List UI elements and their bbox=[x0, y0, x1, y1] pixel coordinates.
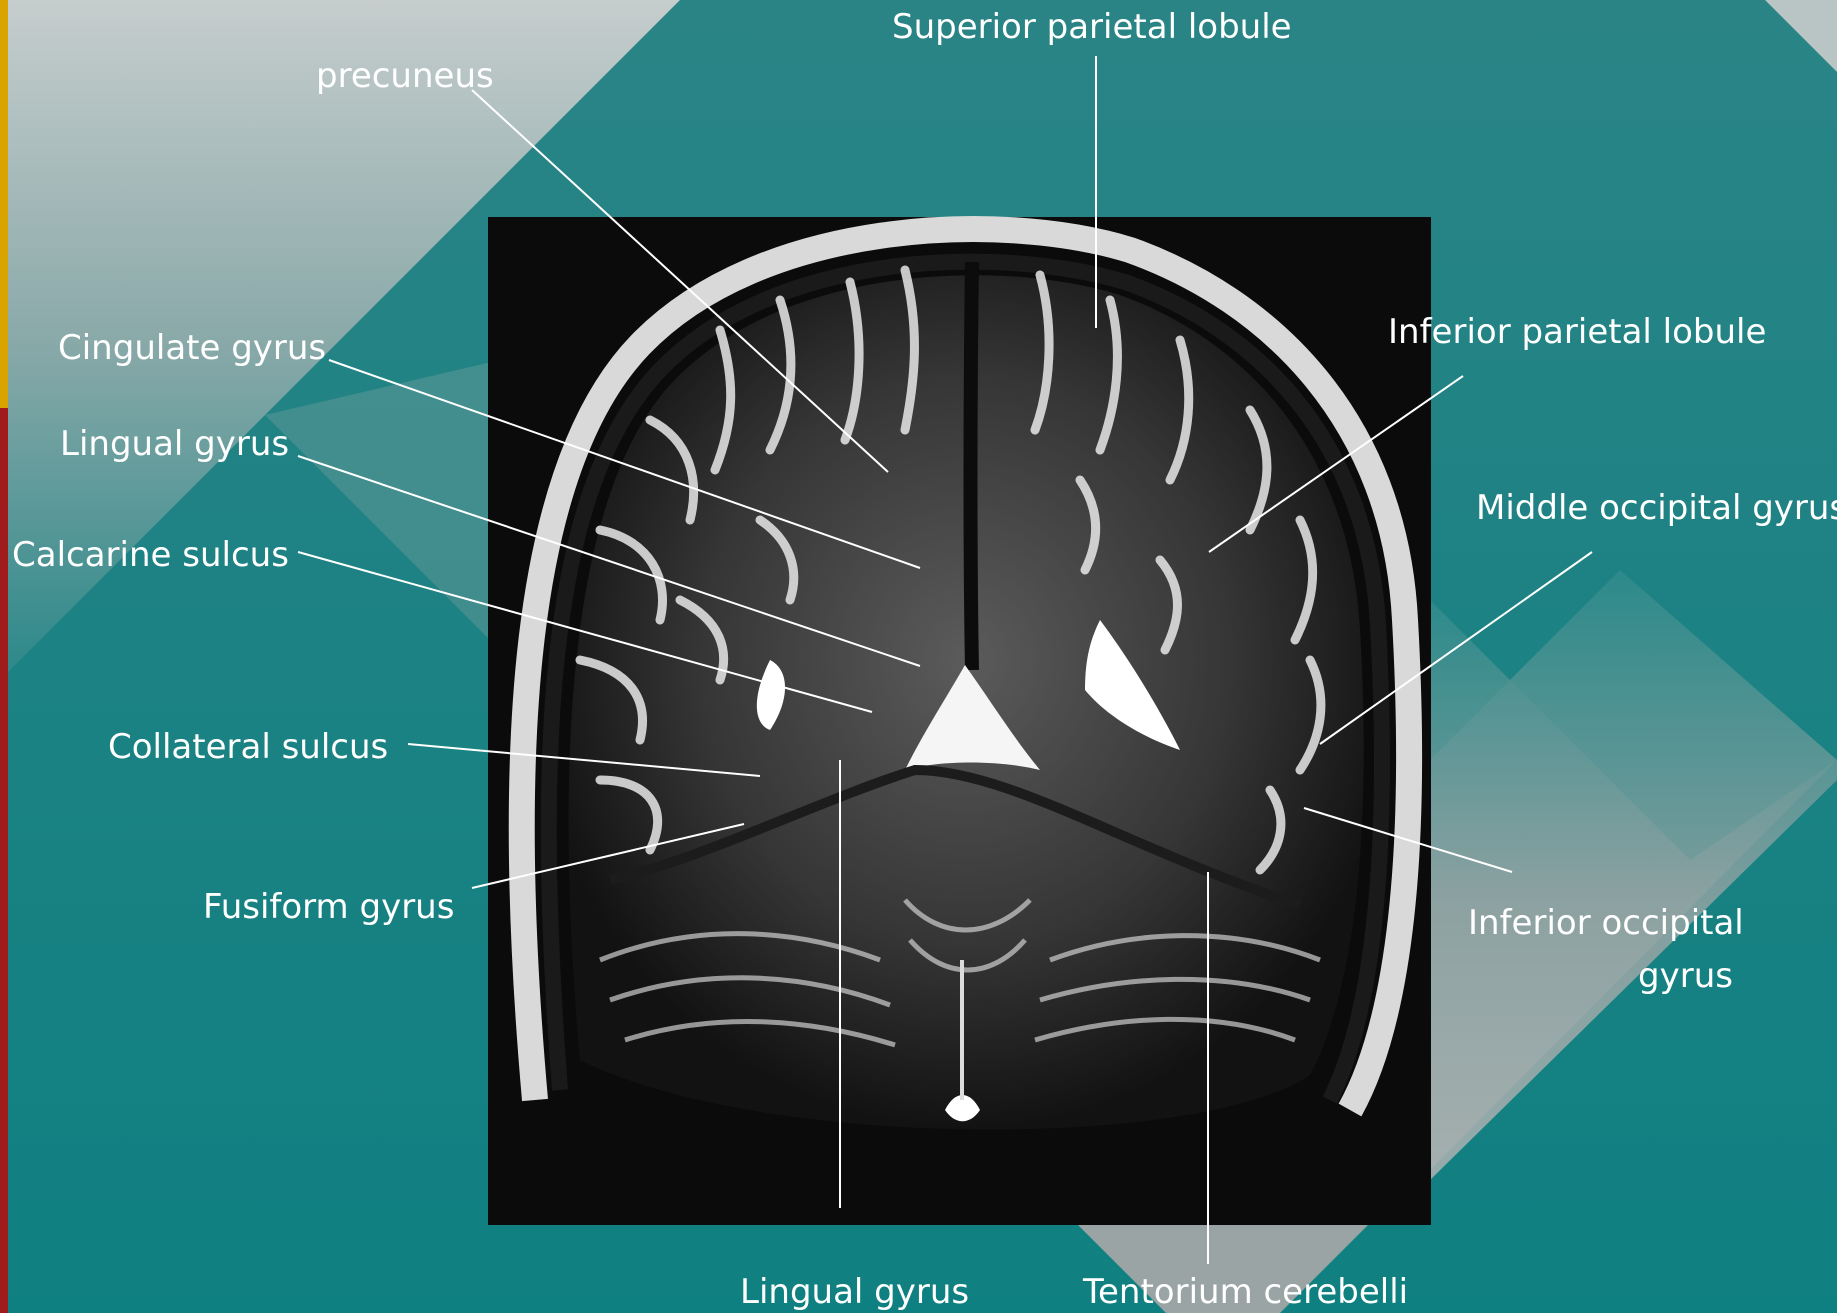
label-inferior-parietal-lobule: Inferior parietal lobule bbox=[1388, 312, 1766, 352]
label-inferior-occipital-gyrus-line2: gyrus bbox=[1468, 956, 1733, 996]
label-inferior-occipital-gyrus-line1: Inferior occipital bbox=[1468, 903, 1733, 943]
label-superior-parietal-lobule: Superior parietal lobule bbox=[892, 7, 1292, 47]
label-collateral-sulcus: Collateral sulcus bbox=[108, 727, 388, 767]
label-fusiform-gyrus: Fusiform gyrus bbox=[203, 887, 454, 927]
label-middle-occipital-gyrus: Middle occipital gyrus bbox=[1476, 488, 1837, 528]
label-calcarine-sulcus: Calcarine sulcus bbox=[12, 535, 289, 575]
label-precuneus: precuneus bbox=[316, 56, 494, 96]
label-cingulate-gyrus: Cingulate gyrus bbox=[58, 328, 326, 368]
midline-fissure bbox=[971, 262, 973, 670]
accent-bar-yellow bbox=[0, 0, 8, 408]
accent-bar-red bbox=[0, 408, 8, 1313]
label-tentorium-cerebelli: Tentorium cerebelli bbox=[1083, 1272, 1408, 1312]
label-lingual-gyrus-bottom: Lingual gyrus bbox=[740, 1272, 969, 1312]
label-lingual-gyrus-left: Lingual gyrus bbox=[60, 424, 289, 464]
